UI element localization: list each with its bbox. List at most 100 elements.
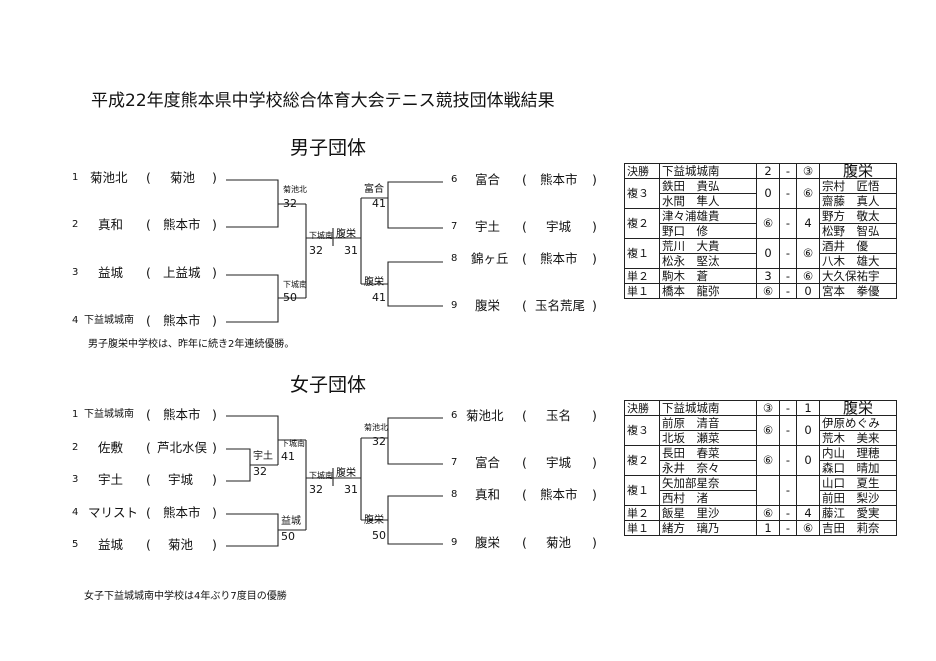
boys-l2-score: 50 [283, 291, 297, 304]
entry-team: 錦ヶ丘 [471, 251, 509, 266]
boys-lsemi-winner: 下城南 [309, 231, 333, 240]
girls-champion: 腹栄 [336, 468, 356, 479]
boys-r1-score: 41 [372, 197, 386, 210]
entry-area: 上益城 [163, 265, 201, 280]
boys-r2-score: 41 [372, 291, 386, 304]
entry-number: 4 [72, 315, 79, 326]
table-row: 複２ 長田 春菜 ⑥ - 0 内山 理穂 [624, 445, 897, 476]
entry-number: 4 [72, 507, 79, 518]
boys-champion-score: 31 [344, 244, 358, 257]
entry-area: 熊本市 [540, 172, 578, 187]
entry-area: 熊本市 [163, 217, 201, 232]
boys-heading: 男子団体 [290, 137, 367, 159]
entry-team: 下益城城南 [84, 409, 134, 420]
entry-number: 2 [72, 442, 79, 453]
entry-number: 9 [451, 537, 458, 548]
entry-number: 1 [72, 409, 79, 420]
boys-r2-winner: 腹栄 [364, 277, 384, 288]
entry-area: 菊池 [168, 537, 194, 552]
girls-results-table: 決勝 下益城城南 ③ - 1 腹栄 複３ 前原 清音 ⑥ - 0 伊原めぐみ 北… [624, 400, 897, 536]
table-row: 決勝 下益城城南 ③ - 1 腹栄 [624, 400, 897, 416]
entry-number: 3 [72, 474, 79, 485]
entry-area: 菊池 [546, 535, 572, 550]
girls-r2-score: 50 [372, 529, 386, 542]
boys-champion: 腹栄 [336, 229, 356, 240]
entry-number: 7 [451, 457, 458, 468]
entry-number: 8 [451, 489, 458, 500]
boys-note: 男子腹栄中学校は、昨年に続き2年連続優勝。 [88, 339, 295, 350]
table-row: 複１ 矢加部星奈 - 山口 夏生 [624, 475, 897, 506]
entry-team: 佐敷 [98, 440, 124, 455]
girls-lsemi-winner: 下城南 [309, 471, 333, 480]
boys-l1-winner: 菊池北 [283, 185, 307, 194]
entry-area: 玉名荒尾 [535, 298, 586, 313]
entry-team: マリスト [88, 505, 139, 520]
entry-number: 8 [451, 253, 458, 264]
table-row: 永井 奈々 森口 晴加 [625, 460, 897, 476]
table-row: 北坂 瀬菜 荒木 美来 [625, 430, 897, 446]
entry-team: 益城 [98, 537, 124, 552]
entry-number: 6 [451, 174, 458, 185]
boys-l1-score: 32 [283, 197, 297, 210]
girls-l1-winner: 下城南 [281, 439, 305, 448]
entry-number: 7 [451, 221, 458, 232]
page-title: 平成22年度熊本県中学校総合体育大会テニス競技団体戦結果 [91, 91, 555, 111]
entry-area: 熊本市 [540, 487, 578, 502]
girls-l2-winner: 益城 [281, 516, 301, 527]
entry-number: 1 [72, 172, 79, 183]
entry-area: 宇城 [168, 472, 194, 487]
entry-team: 富合 [475, 172, 501, 187]
table-row: 複１ 荒川 大貴 0 - ⑥ 酒井 優 [624, 238, 897, 269]
entry-area: 芦北水俣 [157, 440, 208, 455]
entry-area: 宇城 [546, 219, 572, 234]
table-row: 水間 隼人 齋藤 真人 [625, 193, 897, 209]
entry-team: 菊池北 [466, 408, 504, 423]
entry-number: 2 [72, 219, 79, 230]
table-row: 複３ 前原 清音 ⑥ - 0 伊原めぐみ [624, 415, 897, 446]
girls-note: 女子下益城城南中学校は4年ぶり7度目の優勝 [84, 591, 287, 602]
girls-l1-score: 41 [281, 450, 295, 463]
entry-team: 腹栄 [475, 298, 501, 313]
girls-l0-score: 32 [253, 465, 267, 478]
entry-area: 熊本市 [163, 313, 201, 328]
entry-team: 真和 [98, 217, 124, 232]
table-row: 単２ 飯星 里沙 ⑥ - 4 藤江 愛実 [624, 505, 897, 521]
boys-lsemi-score: 32 [309, 244, 323, 257]
girls-l0-winner: 宇土 [253, 451, 273, 462]
table-row: 松永 堅汰 八木 雄大 [625, 253, 897, 269]
boys-r1-winner: 富合 [364, 184, 384, 195]
girls-l2-score: 50 [281, 530, 295, 543]
entry-area: 宇城 [546, 455, 572, 470]
table-row: 単１ 緒方 璃乃 1 - ⑥ 吉田 莉奈 [624, 520, 897, 536]
girls-lsemi-score: 32 [309, 483, 323, 496]
entry-number: 5 [72, 539, 79, 550]
boys-l2-winner: 下城南 [283, 280, 307, 289]
entry-team: 菊池北 [90, 170, 128, 185]
girls-r1-winner: 菊池北 [364, 423, 388, 432]
entry-team: 富合 [475, 455, 501, 470]
girls-heading: 女子団体 [290, 374, 367, 396]
entry-team: 宇土 [475, 219, 501, 234]
entry-team: 腹栄 [475, 535, 501, 550]
entry-area: 熊本市 [163, 505, 201, 520]
entry-team: 下益城城南 [84, 315, 134, 326]
entry-team: 真和 [475, 487, 501, 502]
entry-area: 玉名 [546, 408, 572, 423]
entry-area: 熊本市 [163, 407, 201, 422]
entry-area: 菊池 [170, 170, 196, 185]
entry-area: 熊本市 [540, 251, 578, 266]
entry-number: 3 [72, 267, 79, 278]
table-row: 単１ 橋本 龍弥 ⑥ - 0 宮本 拳優 [624, 283, 897, 299]
table-row: 複３ 鉄田 貴弘 0 - ⑥ 宗村 匠悟 [624, 178, 897, 209]
entry-team: 益城 [98, 265, 124, 280]
entry-team: 宇土 [98, 472, 124, 487]
girls-r1-score: 32 [372, 435, 386, 448]
table-row: 決勝 下益城城南 2 - ③ 腹栄 [624, 163, 897, 179]
girls-r2-winner: 腹栄 [364, 515, 384, 526]
entry-number: 9 [451, 300, 458, 311]
boys-results-table: 決勝 下益城城南 2 - ③ 腹栄 複３ 鉄田 貴弘 0 - ⑥ 宗村 匠悟 水… [624, 163, 897, 299]
entry-number: 6 [451, 410, 458, 421]
girls-champion-score: 31 [344, 483, 358, 496]
